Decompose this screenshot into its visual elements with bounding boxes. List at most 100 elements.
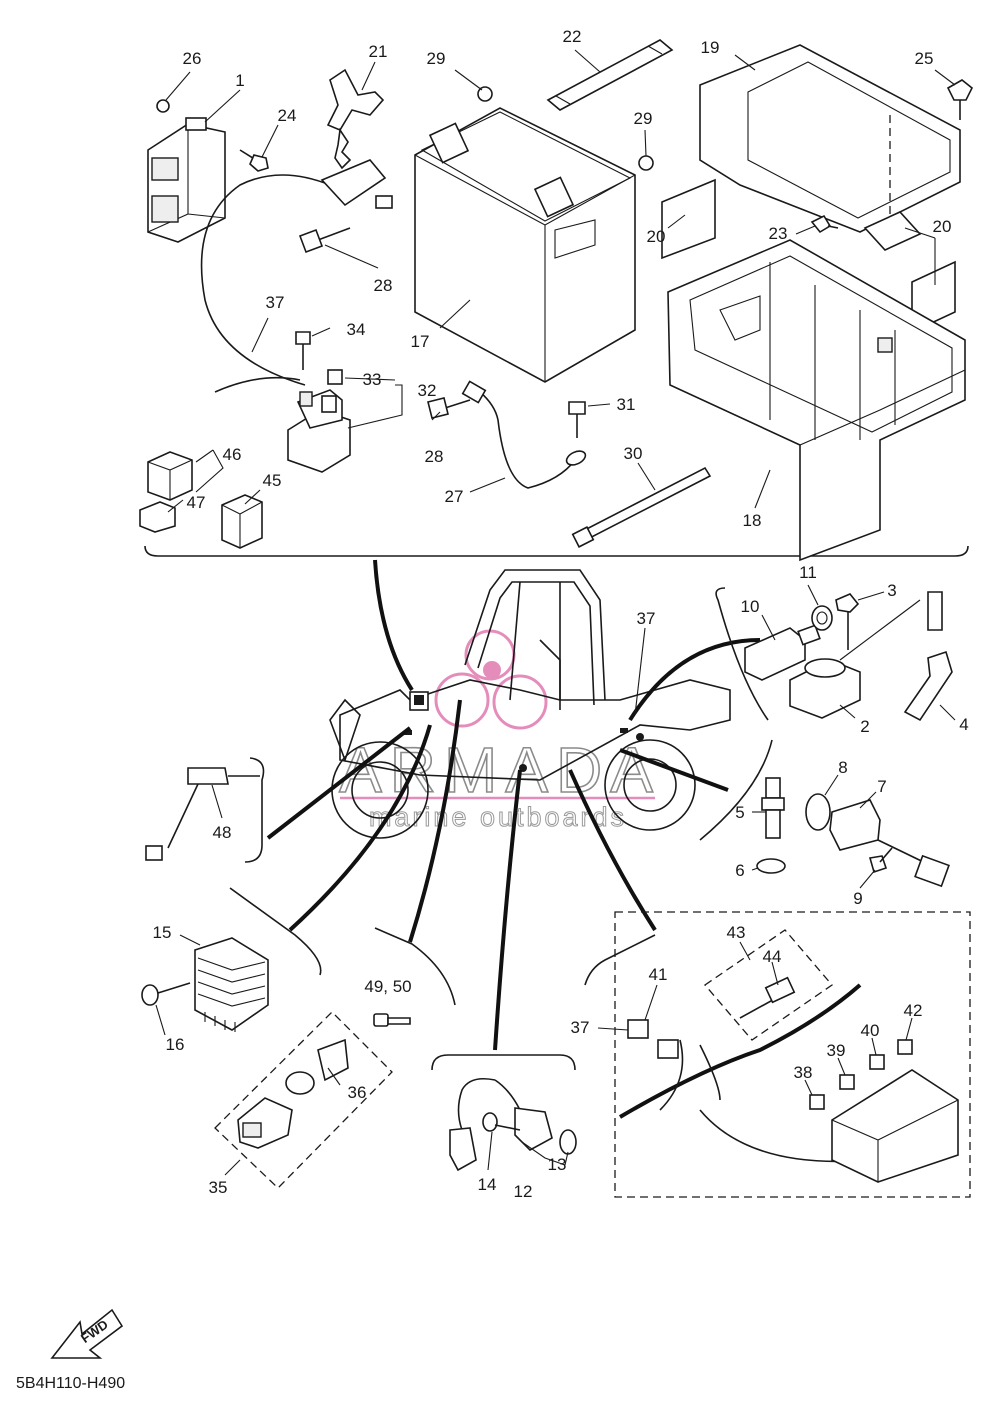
top-group-bracket	[144, 545, 969, 557]
callout-28a: 28	[374, 276, 393, 295]
callout-18: 18	[743, 511, 762, 530]
callout-14: 14	[478, 1175, 497, 1194]
callout-35: 35	[209, 1178, 228, 1197]
callout-37b: 37	[637, 609, 656, 628]
vehicle-leader-lines	[266, 559, 761, 1051]
screw-23	[810, 214, 839, 234]
fuse-holder-45	[221, 494, 263, 549]
callout-1: 1	[235, 71, 244, 90]
callout-16: 16	[166, 1035, 185, 1054]
rectifier-bracket	[229, 887, 322, 976]
switch-36	[285, 1038, 349, 1095]
nut-26	[156, 99, 170, 113]
bolt-24	[239, 149, 269, 172]
callout-41: 41	[649, 965, 668, 984]
callout-27: 27	[445, 487, 464, 506]
callout-47: 47	[187, 493, 206, 512]
callout-49-50: 49, 50	[364, 977, 411, 996]
callout-46: 46	[223, 445, 242, 464]
battery-strap-22	[546, 39, 674, 111]
battery-cable-37	[200, 159, 393, 393]
callout-48: 48	[213, 823, 232, 842]
callout-37a: 37	[266, 293, 285, 312]
battery-bolt-29a	[477, 86, 493, 102]
wire-harness-bracket	[584, 934, 656, 986]
battery-box-18	[667, 239, 966, 562]
callout-2: 2	[860, 717, 869, 736]
fuse-39	[839, 1074, 855, 1090]
callout-22: 22	[563, 27, 582, 46]
bolt-14	[482, 1112, 521, 1132]
starter-relay-32	[287, 389, 351, 473]
callout-11: 11	[799, 563, 817, 582]
diagram-code: 5B4H110-H490	[16, 1375, 125, 1392]
bolt-34	[295, 331, 311, 370]
callout-23: 23	[769, 224, 788, 243]
fuse-38	[809, 1094, 825, 1110]
temp-sensor-10	[744, 624, 821, 681]
callout-15: 15	[153, 923, 172, 942]
watermark: ARMADA marine outboards	[338, 629, 655, 833]
wire-harness-37	[618, 983, 871, 1163]
lead-44	[739, 976, 796, 1019]
switch-35	[237, 1097, 293, 1149]
sensor-group-bracket	[715, 587, 769, 721]
callout-21: 21	[369, 42, 388, 61]
spark-plug-5	[761, 777, 785, 839]
bolt-28b	[427, 397, 471, 419]
clamp-21	[326, 68, 385, 170]
callout-5: 5	[735, 803, 744, 822]
fuse-42	[897, 1039, 913, 1055]
sensor-48	[145, 767, 260, 861]
switch-35-box	[214, 1011, 393, 1189]
callout-13: 13	[548, 1155, 567, 1174]
callout-10: 10	[741, 597, 760, 616]
battery-17	[414, 107, 636, 383]
callout-40: 40	[861, 1021, 880, 1040]
lead-44-box	[704, 929, 833, 1041]
vehicle-overview	[329, 569, 731, 839]
fuse-40	[869, 1054, 885, 1070]
relay-socket-47	[139, 501, 176, 533]
callout-24: 24	[278, 106, 297, 125]
callout-36: 36	[348, 1083, 367, 1102]
callout-29a: 29	[427, 49, 446, 68]
bolt-3	[835, 593, 860, 650]
callout-26: 26	[183, 49, 202, 68]
bolt-16	[141, 982, 191, 1006]
pad-20a	[661, 178, 716, 260]
callout-39: 39	[827, 1041, 846, 1060]
plug-group-bracket	[699, 739, 773, 841]
callout-leaders	[155, 49, 956, 1176]
battery-cover-19	[699, 44, 961, 233]
fwd-arrow-icon: FWD	[50, 1308, 124, 1359]
callout-37c: 37	[571, 1018, 590, 1037]
callout-44: 44	[763, 947, 782, 966]
callout-20a: 20	[647, 227, 666, 246]
callout-7: 7	[877, 777, 886, 796]
cable-tie-30	[571, 466, 712, 548]
fuse-box	[831, 1069, 959, 1183]
pad-20b	[863, 211, 922, 251]
callout-6: 6	[735, 861, 744, 880]
callout-28b: 28	[425, 447, 444, 466]
callout-19: 19	[701, 38, 720, 57]
bolt-31	[568, 401, 586, 438]
speed-sensor-bracket	[431, 1054, 576, 1071]
o-ring-8	[805, 793, 831, 831]
relay-46	[147, 451, 193, 501]
speed-sensor-12	[449, 1077, 577, 1172]
callout-8: 8	[838, 758, 847, 777]
spark-plug-cap-4	[903, 591, 953, 722]
callout-43: 43	[727, 923, 746, 942]
wire-harness-box	[614, 911, 971, 1198]
callout-29b: 29	[634, 109, 653, 128]
ignition-coil-2	[789, 599, 921, 719]
gasket-6	[756, 858, 786, 874]
rectifier-regulator-15	[194, 937, 269, 1032]
callout-4: 4	[959, 715, 968, 734]
callout-32: 32	[418, 381, 437, 400]
watermark-logo-icon	[434, 629, 548, 730]
callout-numbers: 1 2 3 4 5 6 7 8 9 10 11 12 13 14 15 16 1…	[153, 27, 969, 1201]
